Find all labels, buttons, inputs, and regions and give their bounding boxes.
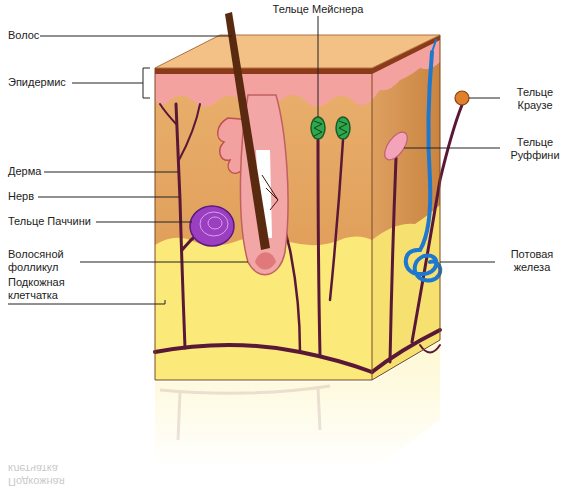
nerve — [176, 104, 185, 348]
sweat-pore — [432, 40, 436, 52]
part-label: Тельце Мейснера — [258, 3, 378, 16]
part-label: Подкожная клетчатка — [8, 276, 88, 302]
reflected-label: Подкожная клетчатка — [8, 462, 88, 488]
pacinian-capsule — [190, 206, 234, 246]
part-label: Тельце Паччини — [8, 215, 108, 228]
part-label: Волос — [8, 29, 68, 42]
meissner-corpuscle — [336, 117, 350, 139]
meissner-corpuscles — [311, 117, 350, 139]
part-label: Эпидермис — [8, 76, 78, 89]
nerve — [155, 345, 372, 372]
krause-bulb — [455, 91, 469, 105]
leader-lines — [8, 16, 500, 304]
nerve — [160, 104, 177, 125]
leader-line — [44, 172, 178, 173]
sweat-gland — [406, 40, 441, 280]
reflection-nerve — [160, 386, 330, 440]
edge — [372, 68, 373, 380]
nerve — [390, 158, 396, 362]
hair-papilla — [255, 252, 276, 269]
follicle-nerve-endings — [262, 175, 278, 210]
edge — [155, 35, 440, 380]
side-face — [372, 35, 440, 380]
nerve-network — [155, 104, 462, 372]
corpuscle-coil — [339, 121, 347, 136]
capsule-ring — [200, 212, 228, 236]
top-face — [155, 35, 440, 68]
part-label: Потовая железа — [497, 248, 567, 274]
hair-shaft — [225, 12, 270, 250]
leader-line — [72, 83, 136, 84]
leader-line — [38, 197, 179, 198]
leader-line — [80, 262, 248, 263]
bracket — [136, 68, 150, 98]
pacinian-corpuscle — [190, 206, 234, 246]
part-label: Волосяной фолликул — [8, 248, 88, 274]
nerve — [179, 104, 200, 160]
corpuscle-coil — [314, 121, 322, 136]
epidermis-layer — [155, 68, 372, 74]
nerve — [318, 140, 320, 356]
sweat-coil — [406, 250, 441, 281]
nerve-ending — [262, 175, 278, 210]
meissner-corpuscle — [311, 117, 325, 139]
block-edges — [155, 35, 440, 380]
part-label: Тельце Руффини — [500, 136, 570, 162]
nerve — [330, 140, 343, 300]
leader-line — [318, 16, 319, 117]
subcutaneous-layer — [155, 236, 372, 380]
ruffini-corpuscle — [380, 128, 411, 163]
part-label: Нерв — [8, 190, 68, 203]
sweat-duct — [420, 52, 432, 250]
part-label: Тельце Краузе — [500, 86, 570, 112]
capsule-ring — [208, 217, 222, 229]
nerve — [412, 105, 462, 342]
leader-line — [40, 36, 232, 37]
part-label: Дерма — [8, 165, 68, 178]
leader-line — [96, 222, 192, 223]
nerve — [372, 330, 440, 372]
leader-line — [469, 98, 500, 99]
leader-line — [404, 148, 500, 149]
leader-line — [440, 262, 495, 263]
